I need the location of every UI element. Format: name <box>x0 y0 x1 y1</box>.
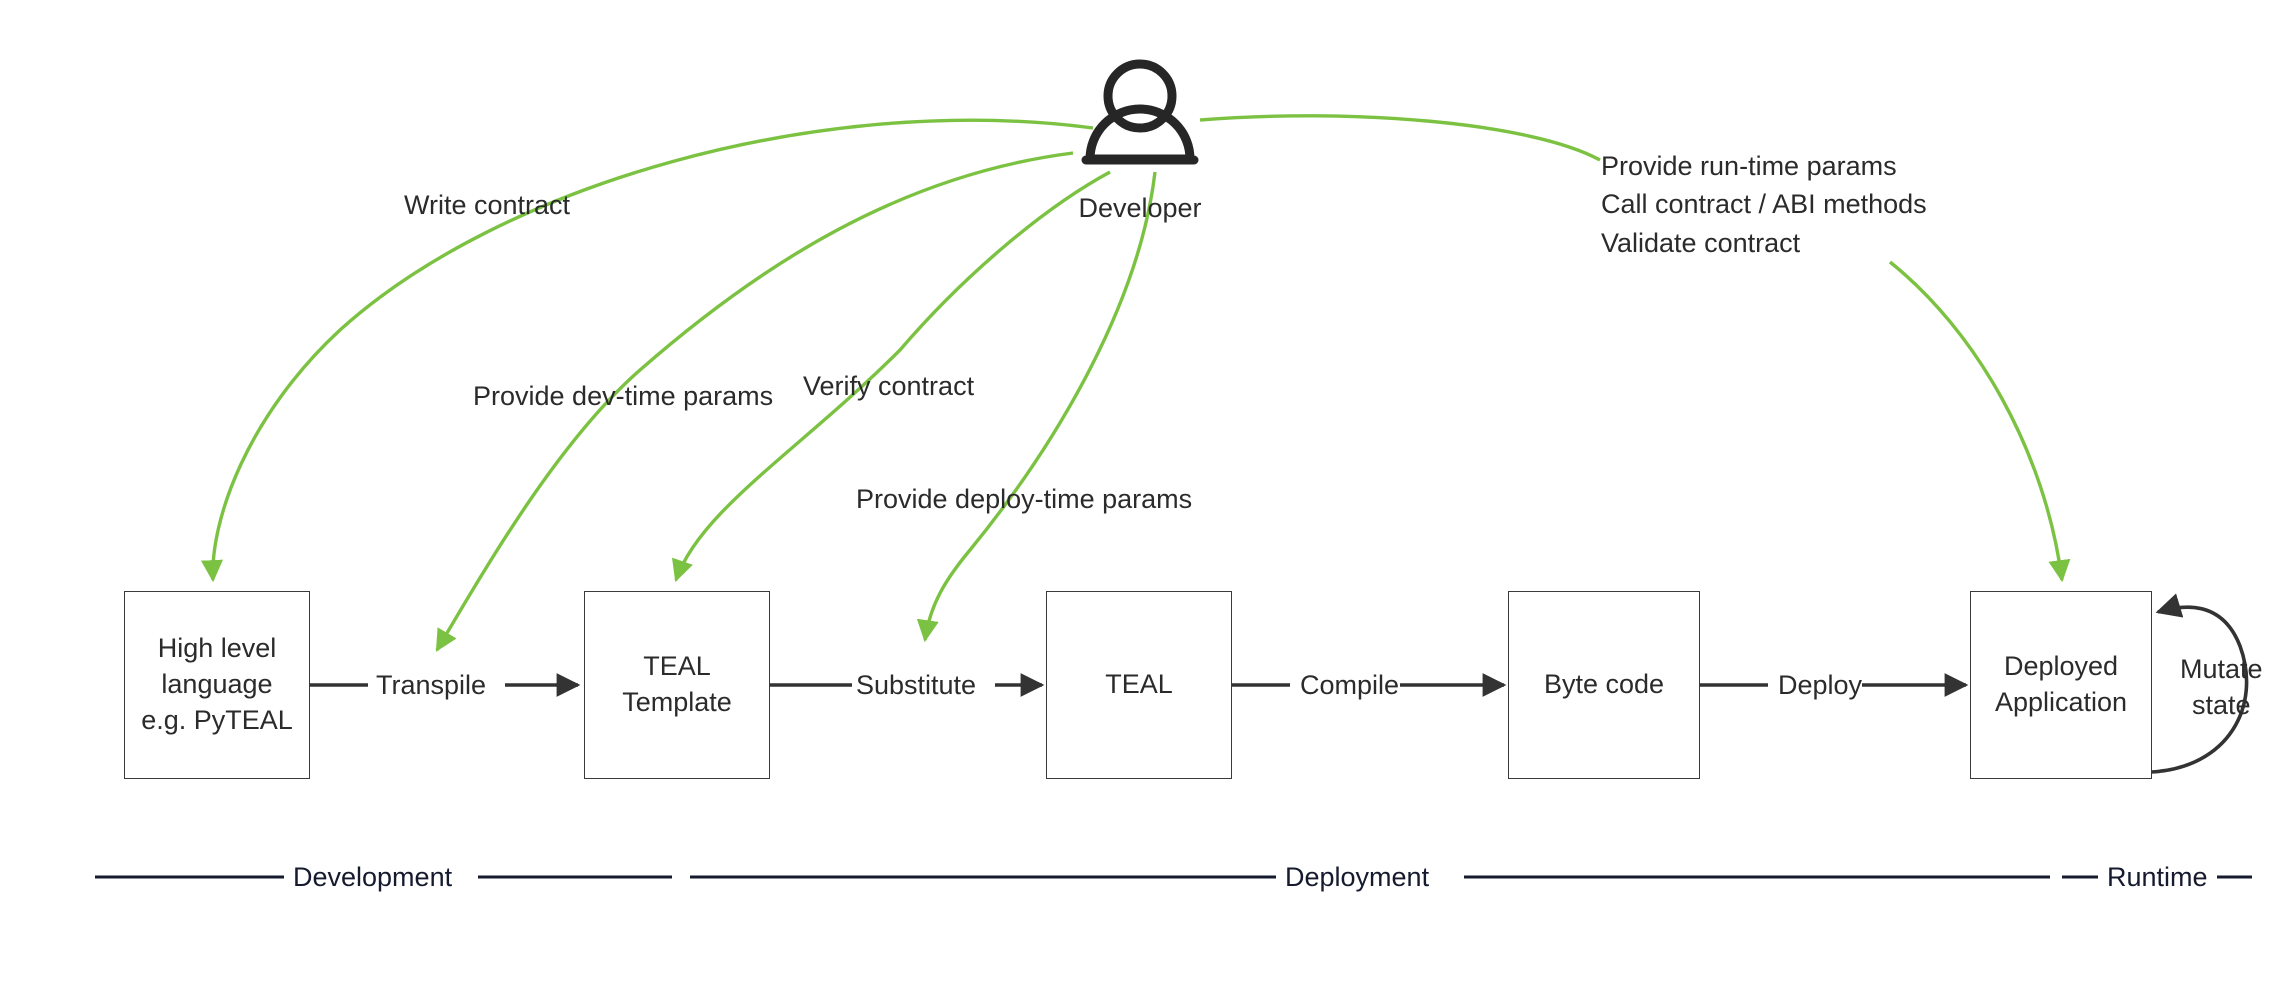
actor-label-developer: Developer <box>1078 193 1202 223</box>
runtime-actions-line-1: Provide run-time params <box>1601 151 1897 181</box>
node-byte-code[interactable]: Byte code <box>1508 591 1700 779</box>
actor-edge-label-provide-deploy-time-params: Provide deploy-time params <box>856 484 1193 514</box>
flow-edge-label-compile: Compile <box>1300 670 1400 700</box>
node-high-level-language-label: High level language e.g. PyTEAL <box>141 633 293 735</box>
actor-edge-label-provide-dev-time-params: Provide dev-time params <box>473 381 774 411</box>
phase-label-deployment: Deployment <box>1276 862 1439 893</box>
mutate-state-line-1: Mutate <box>2180 654 2263 684</box>
node-teal-template-label: TEAL Template <box>622 651 732 717</box>
flow-edge-label-transpile: Transpile <box>376 670 487 700</box>
runtime-actions-line-2: Call contract / ABI methods <box>1601 189 1927 220</box>
flow-edge-label-deploy: Deploy <box>1778 670 1863 700</box>
actor-edge-provide-deploy-time-params-line <box>916 171 1157 643</box>
actor-edge-label-verify-contract: Verify contract <box>803 371 975 401</box>
node-byte-code-label: Byte code <box>1543 669 1665 700</box>
node-deployed-application-label: Deployed Application <box>1994 651 2128 717</box>
node-deployed-application[interactable]: Deployed Application <box>1970 591 2152 779</box>
actor-edge-label-write-contract: Write contract <box>404 190 571 220</box>
actor-edge-runtime-actions-line <box>1888 260 2071 583</box>
flow-edge-label-substitute: Substitute <box>856 670 977 700</box>
phase-label-runtime: Runtime <box>2098 862 2217 893</box>
runtime-actions-line-3: Validate contract <box>1601 227 1801 258</box>
node-teal[interactable]: TEAL <box>1046 591 1232 779</box>
flow-edge-label-mutate-state: Mutate state <box>2180 652 2263 724</box>
node-teal-label: TEAL <box>1105 669 1173 700</box>
phase-label-development: Development <box>284 862 462 893</box>
node-high-level-language[interactable]: High level language e.g. PyTEAL <box>124 591 310 779</box>
node-teal-template[interactable]: TEAL Template <box>584 591 770 779</box>
actor-edge-runtime-actions-lead <box>1199 114 1601 162</box>
actor-edge-label-runtime-actions: Provide run-time params Call contract / … <box>1601 147 1927 262</box>
mutate-state-line-2: state <box>2192 689 2251 720</box>
person-icon <box>1081 59 1199 165</box>
